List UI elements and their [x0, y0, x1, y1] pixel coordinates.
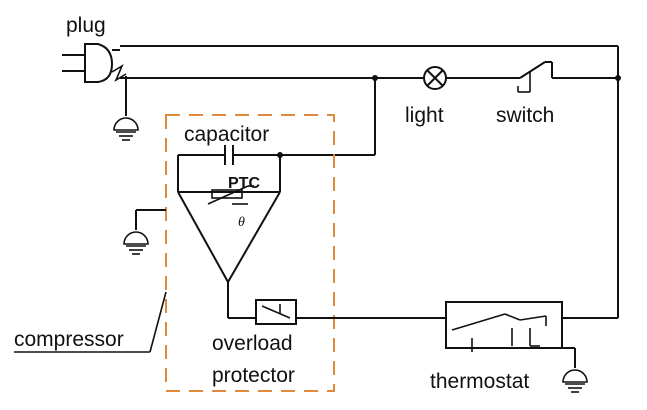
plug-symbol	[62, 43, 127, 83]
thermostat-icon	[445, 301, 618, 368]
junction-dot	[615, 75, 621, 81]
supply-wires	[120, 45, 621, 318]
switch-label: switch	[496, 104, 554, 127]
thermostat-label: thermostat	[430, 370, 529, 393]
overload-label: overload	[212, 332, 293, 355]
ptc-label: PTC	[228, 175, 260, 192]
capacitor-label: capacitor	[184, 123, 269, 146]
plug-ground-icon	[113, 76, 139, 141]
compressor-motor-symbol	[177, 191, 281, 319]
compressor-label: compressor	[14, 328, 124, 351]
light-bulb-icon	[423, 66, 447, 90]
compressor-box	[165, 114, 335, 392]
thermostat-ground-icon	[562, 369, 588, 393]
ptc-thermistor-icon	[207, 185, 254, 205]
light-label: light	[405, 104, 444, 127]
theta-label: θ	[238, 215, 245, 230]
compressor-leader-line	[14, 291, 167, 353]
capacitor-symbol	[177, 145, 283, 192]
plug-label: plug	[66, 14, 106, 37]
compressor-ground-icon	[123, 209, 166, 255]
protector-label: protector	[212, 364, 295, 387]
overload-protector-icon	[255, 299, 446, 325]
door-switch-icon	[517, 61, 553, 93]
